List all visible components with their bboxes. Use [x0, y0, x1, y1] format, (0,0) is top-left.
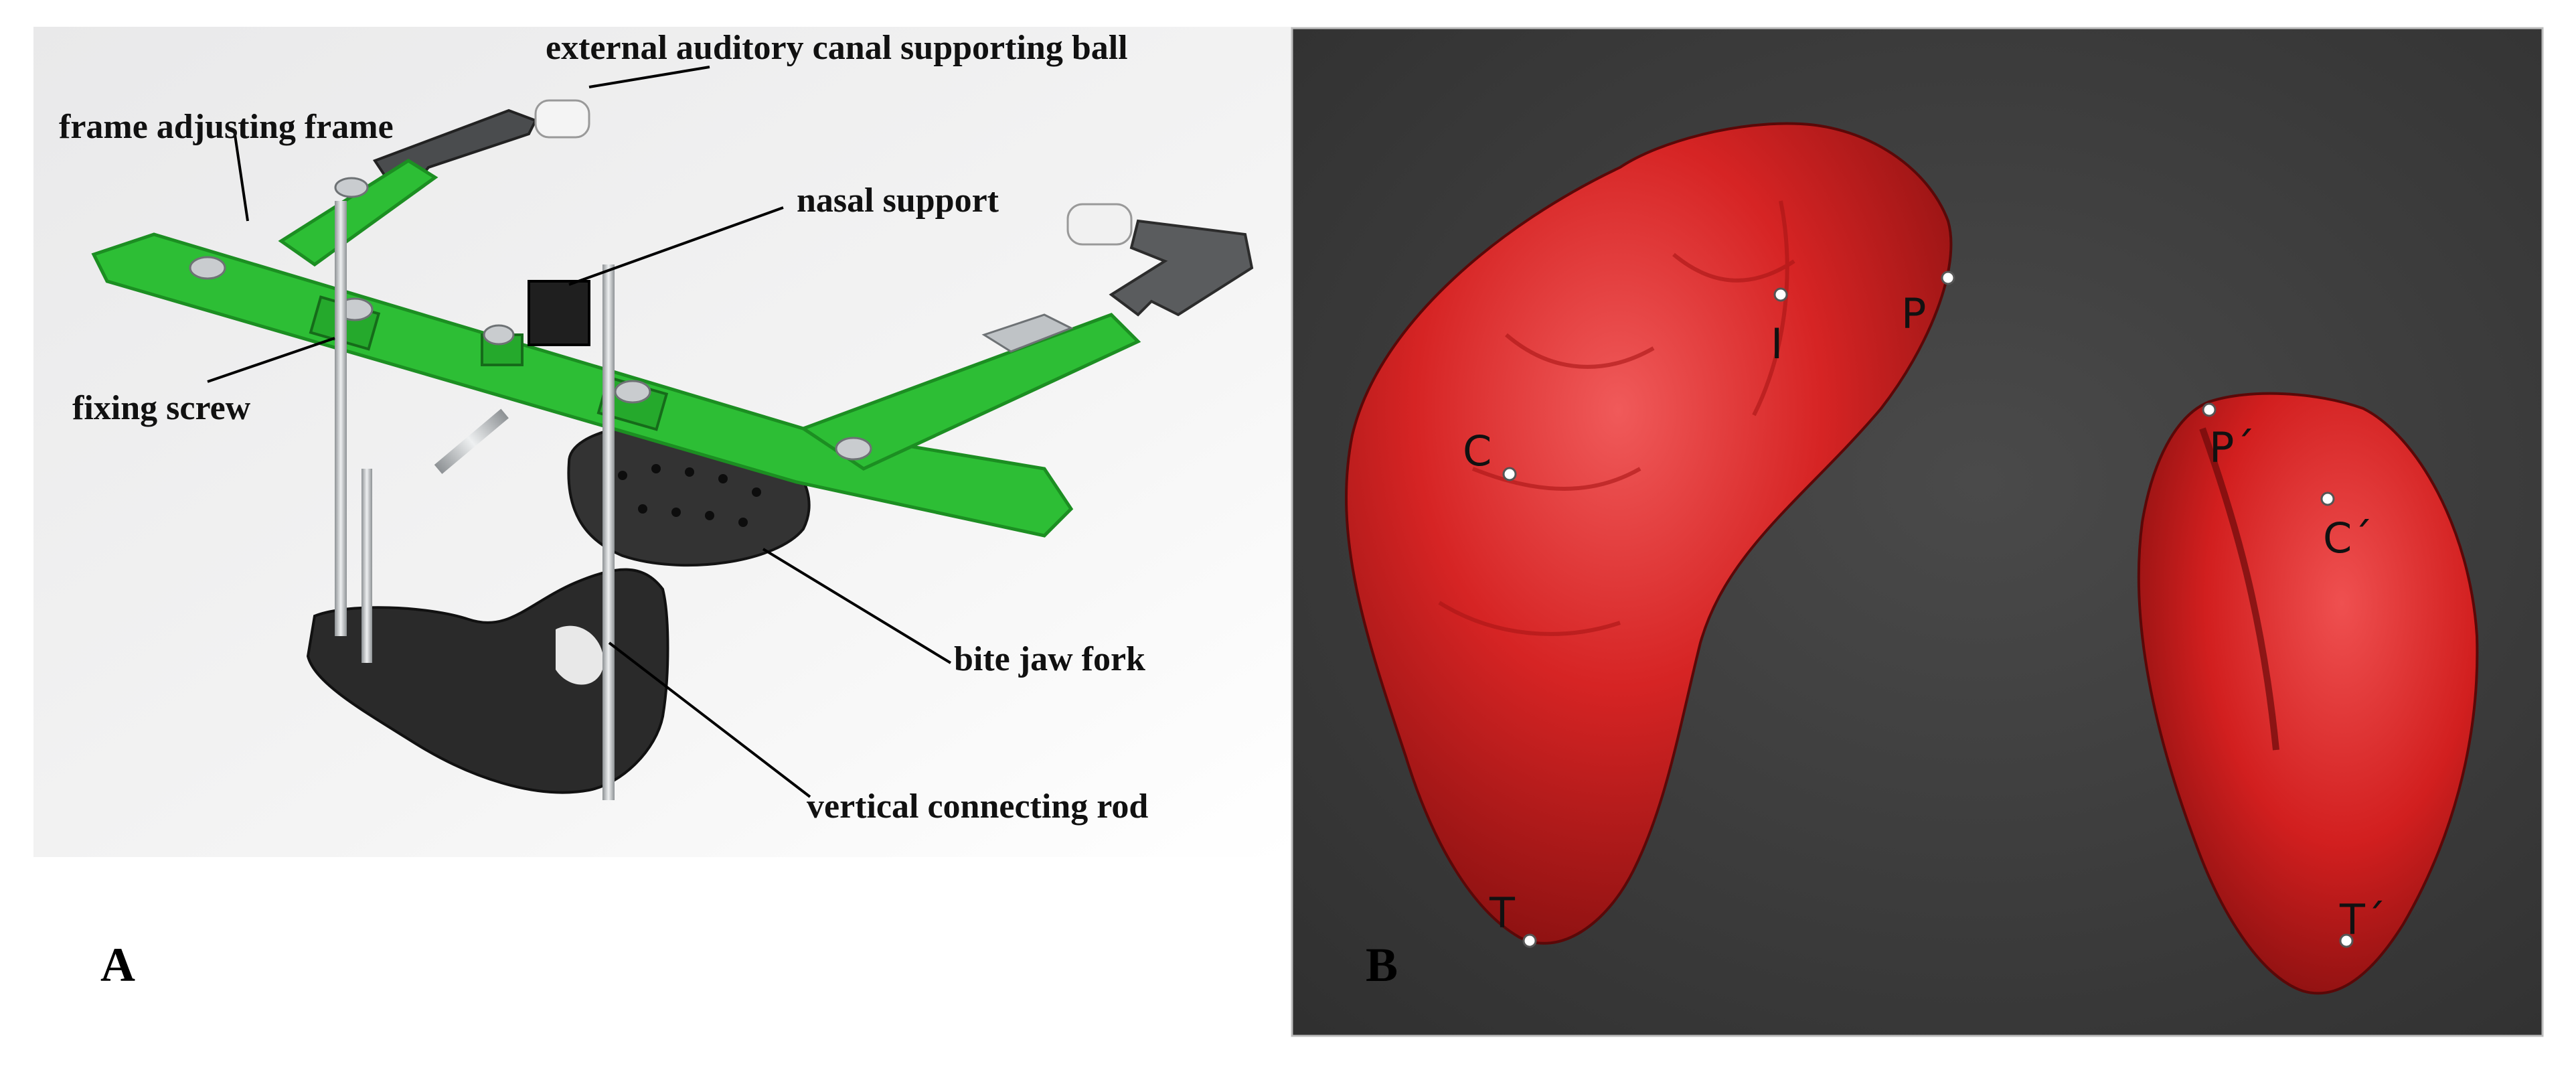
base-plate-notch — [556, 625, 604, 685]
landmark-label-P-prime: P´ — [2209, 423, 2255, 472]
small-organ-fold — [2199, 427, 2279, 751]
left-ear-ball — [534, 99, 590, 139]
landmark-label-C: C — [1463, 427, 1492, 475]
angled-screw — [434, 408, 509, 474]
landmark-dot-T2 — [2339, 933, 2354, 948]
callout-lines — [207, 66, 952, 798]
callout-frame-adjusting-frame: frame adjusting frame — [59, 108, 394, 146]
landmark-label-T-prime: T´ — [2339, 895, 2386, 944]
landmark-label-P: P — [1901, 289, 1926, 338]
base-plate — [306, 568, 669, 794]
panel-label-a: A — [100, 938, 135, 992]
landmark-label-I: I — [1771, 319, 1783, 368]
nasal-support-block — [528, 280, 590, 346]
landmark-dot-C — [1502, 467, 1517, 481]
vertical-rod-middle — [602, 264, 615, 800]
right-ear-ball — [1066, 203, 1133, 246]
landmark-dot-P2 — [2202, 402, 2217, 417]
callout-vertical-connecting-rod: vertical connecting rod — [807, 787, 1149, 826]
bite-fork-holes — [618, 464, 761, 527]
landmark-label-C-prime: C´ — [2323, 514, 2372, 562]
small-organ-model — [2137, 392, 2479, 995]
landmark-dot-I — [1773, 287, 1788, 302]
large-organ-model — [1345, 122, 1953, 945]
callout-external-auditory-canal-supporting-ball: external auditory canal supporting ball — [546, 29, 1128, 67]
callout-fixing-screw: fixing screw — [72, 389, 251, 427]
large-organ-texture — [1438, 200, 1795, 636]
vertical-rod-front — [361, 469, 372, 663]
right-ear-arm — [1109, 219, 1254, 317]
callout-bite-jaw-fork: bite jaw fork — [954, 640, 1145, 678]
landmark-dots — [1502, 271, 2354, 948]
landmark-dot-T — [1522, 933, 1537, 948]
vertical-rod-left — [335, 201, 347, 636]
panel-label-b: B — [1366, 938, 1398, 992]
landmark-dot-C2 — [2320, 491, 2335, 506]
landmark-dot-P — [1941, 271, 1955, 285]
landmark-label-T: T — [1489, 889, 1516, 937]
callout-nasal-support: nasal support — [797, 181, 999, 220]
right-clip — [981, 313, 1074, 353]
